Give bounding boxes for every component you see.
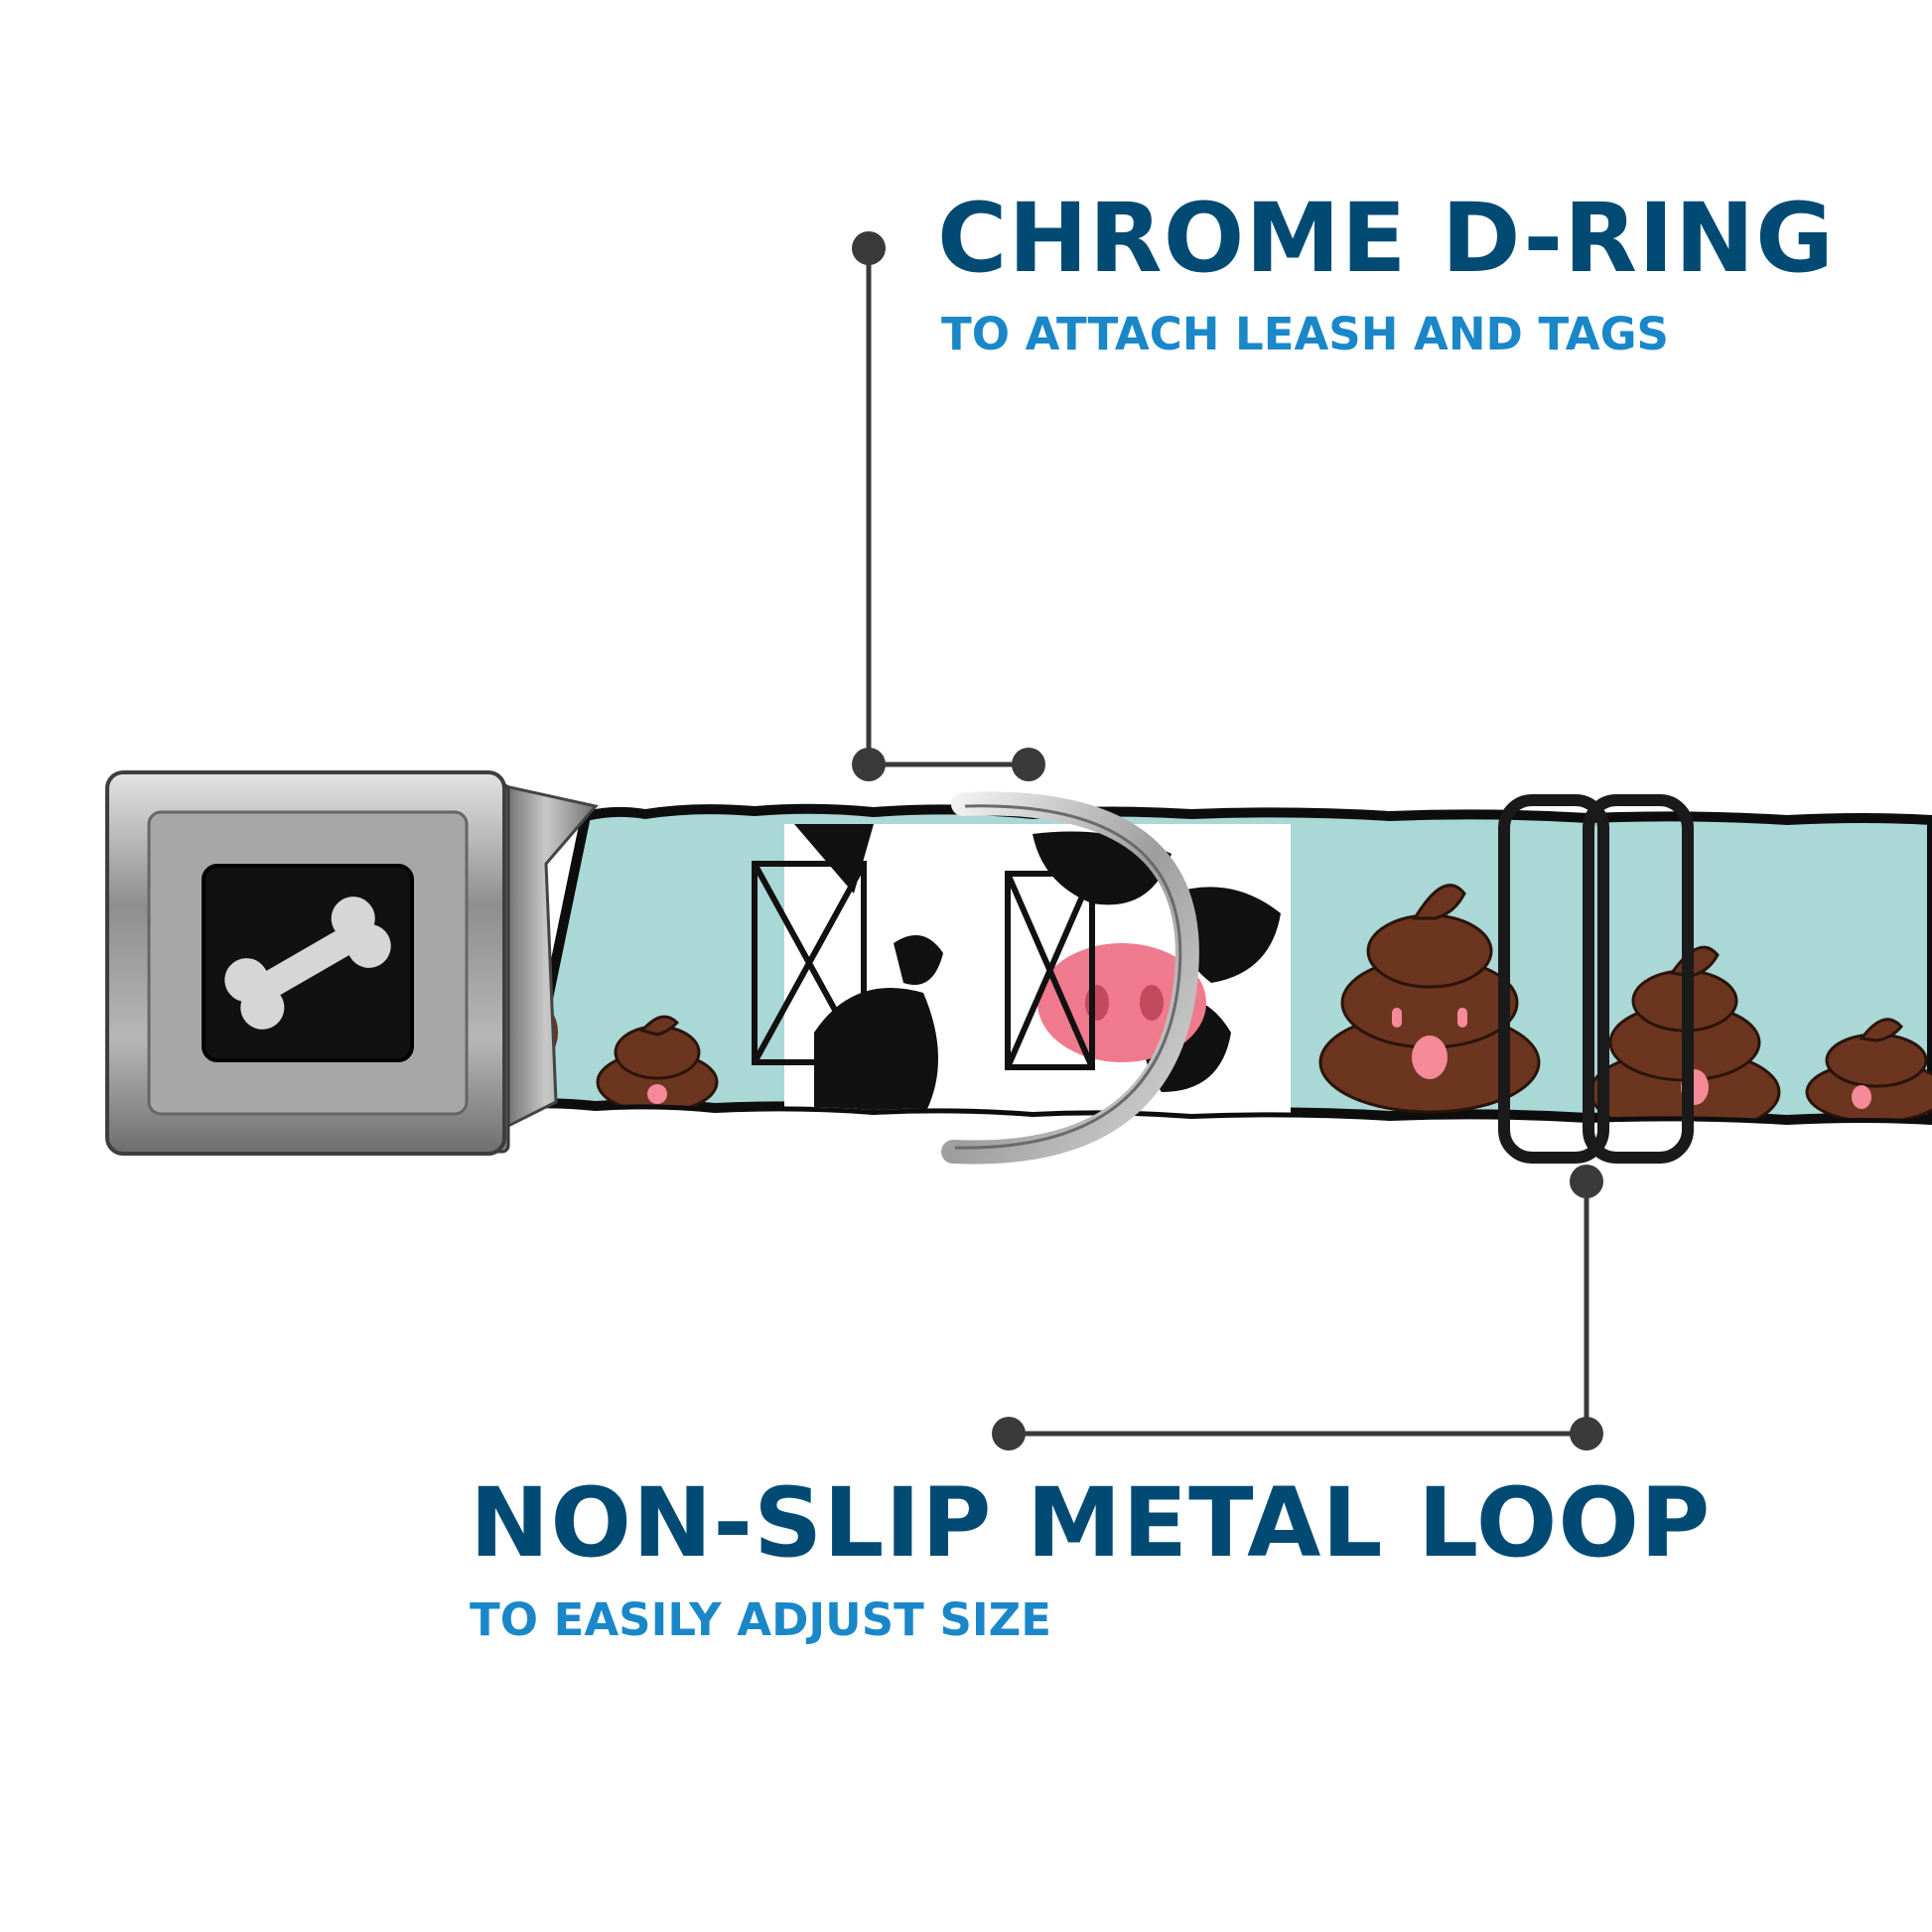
seatbelt-buckle: [105, 770, 510, 1156]
dring-callout-subtitle: TO ATTACH LEASH AND TAGS: [941, 308, 1669, 360]
dring-leader-dot: [1012, 748, 1045, 781]
poop-icon: [596, 1015, 719, 1114]
cow-illustration: [752, 824, 1291, 1120]
metal-loop: [1498, 794, 1694, 1164]
chrome-d-ring: [941, 791, 1199, 1165]
loop-leader-dot: [992, 1417, 1026, 1450]
loop-leader-line: [1009, 1181, 1589, 1437]
loop-callout-subtitle: TO EASILY ADJUST SIZE: [470, 1593, 1052, 1646]
loop-callout-title: NON-SLIP METAL LOOP: [470, 1467, 1712, 1579]
loop-leader-dot: [1570, 1165, 1603, 1198]
dring-leader-line: [866, 248, 1029, 767]
dring-callout-title: CHROME D-RING: [937, 183, 1835, 294]
collar-strap: [519, 803, 1932, 1126]
poop-icon: [1318, 884, 1541, 1114]
bone-icon: [224, 897, 391, 1030]
poop-icon: [1805, 1018, 1932, 1120]
dring-leader-dot: [852, 748, 886, 781]
dring-leader-dot: [852, 231, 886, 265]
loop-leader-dot: [1570, 1417, 1603, 1450]
